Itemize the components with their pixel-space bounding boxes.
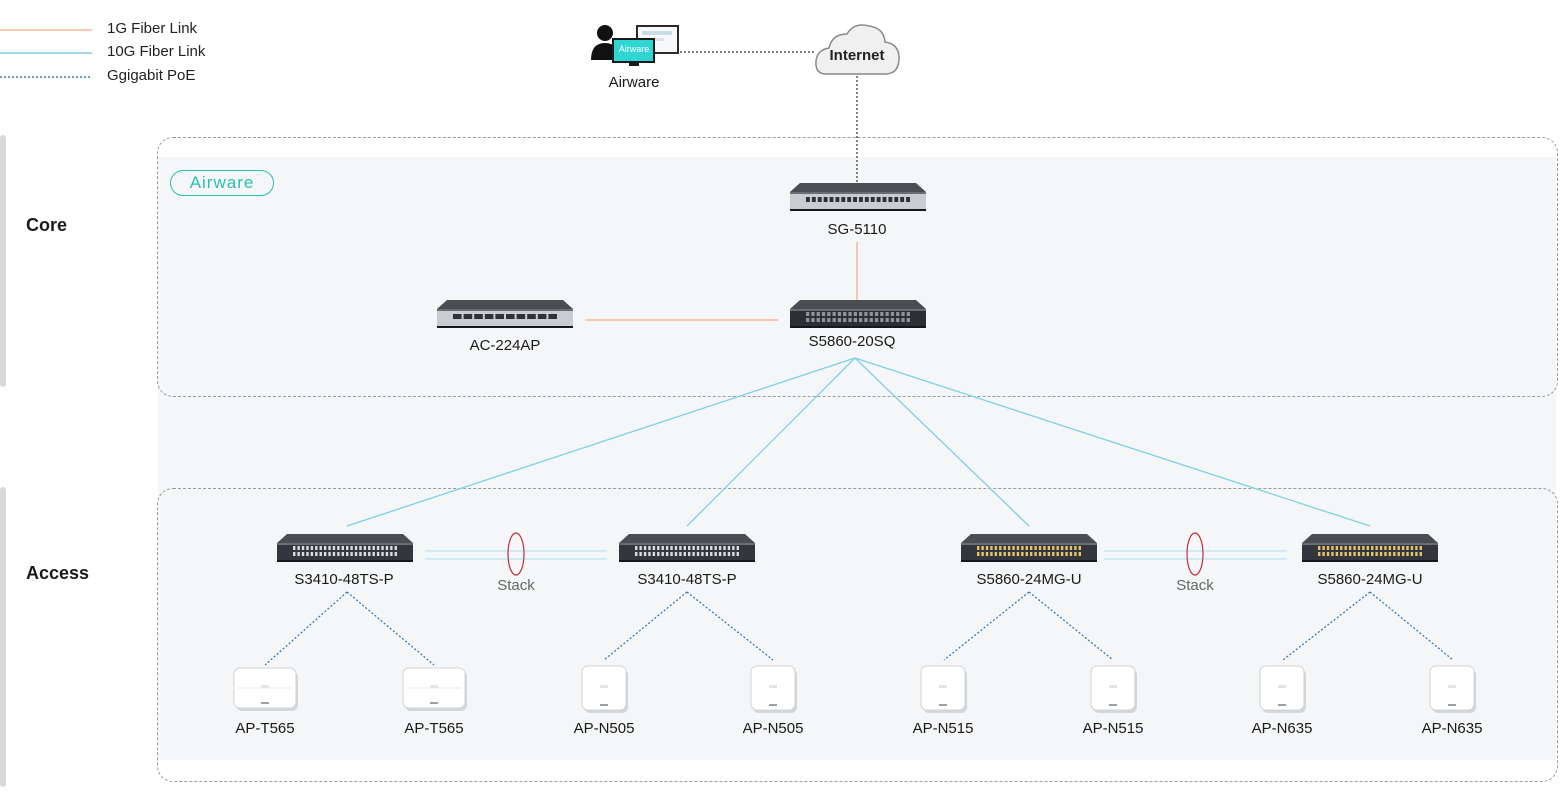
ap-2-label: AP-T565: [404, 720, 464, 737]
access-point-3-icon[interactable]: [581, 665, 628, 713]
access-point-5-icon[interactable]: [920, 665, 967, 713]
access-switch-3-device[interactable]: [961, 534, 1097, 562]
access-switch-4-label: S5860-24MG-U: [1317, 571, 1423, 588]
ap-1-label: AP-T565: [235, 720, 295, 737]
access-point-4-icon[interactable]: [750, 665, 797, 713]
ap-5-label: AP-N515: [912, 720, 974, 737]
gateway-device[interactable]: [790, 183, 926, 211]
poe-links: [264, 591, 1454, 666]
access-point-8-icon[interactable]: [1429, 665, 1476, 713]
access-switch-1-label: S3410-48TS-P: [294, 571, 394, 588]
core-section-label: Core: [26, 215, 68, 235]
gateway-label: SG-5110: [827, 221, 887, 238]
access-switch-2-label: S3410-48TS-P: [637, 571, 737, 588]
legend-1g-label: 1G Fiber Link: [107, 20, 198, 37]
uplink-4: [854, 357, 1371, 527]
ap-4-label: AP-N505: [742, 720, 804, 737]
internet-cloud-icon: [815, 24, 900, 75]
internet-label: Internet: [829, 47, 885, 64]
access-switch-2-device[interactable]: [619, 534, 755, 562]
stack-ring-left: [507, 532, 525, 576]
stack-label-left: Stack: [497, 577, 535, 594]
controller-label: AC-224AP: [469, 337, 541, 354]
stack-label-right: Stack: [1176, 577, 1214, 594]
core-switch-label: S5860-20SQ: [808, 333, 896, 350]
ap-8-label: AP-N635: [1421, 720, 1483, 737]
management-station-icon[interactable]: [591, 25, 679, 66]
access-switch-1-device[interactable]: [277, 534, 413, 562]
management-label: Airware: [608, 74, 660, 91]
ap-6-label: AP-N515: [1082, 720, 1144, 737]
management-screen-text: Airware: [618, 44, 650, 54]
ap-3-label: AP-N505: [573, 720, 635, 737]
stack-ring-right: [1186, 532, 1204, 576]
airware-brand-badge: Airware: [170, 170, 274, 196]
core-section-bar: [0, 135, 6, 387]
controller-device[interactable]: [437, 300, 573, 328]
access-zone: [157, 488, 1558, 782]
access-switch-4-device[interactable]: [1302, 534, 1438, 562]
access-switch-3-label: S5860-24MG-U: [976, 571, 1082, 588]
core-switch-device[interactable]: [790, 300, 926, 328]
access-section-bar: [0, 487, 6, 787]
access-point-7-icon[interactable]: [1259, 665, 1306, 713]
legend-poe-label: Ggigabit PoE: [107, 67, 196, 84]
ap-7-label: AP-N635: [1251, 720, 1313, 737]
uplink-1: [346, 357, 856, 527]
access-section-label: Access: [26, 563, 90, 583]
access-point-2-icon[interactable]: [402, 667, 467, 711]
legend-10g-label: 10G Fiber Link: [107, 43, 206, 60]
uplink-3: [854, 357, 1030, 527]
uplink-2: [686, 357, 856, 527]
access-point-1-icon[interactable]: [233, 667, 298, 711]
access-point-6-icon[interactable]: [1090, 665, 1137, 713]
